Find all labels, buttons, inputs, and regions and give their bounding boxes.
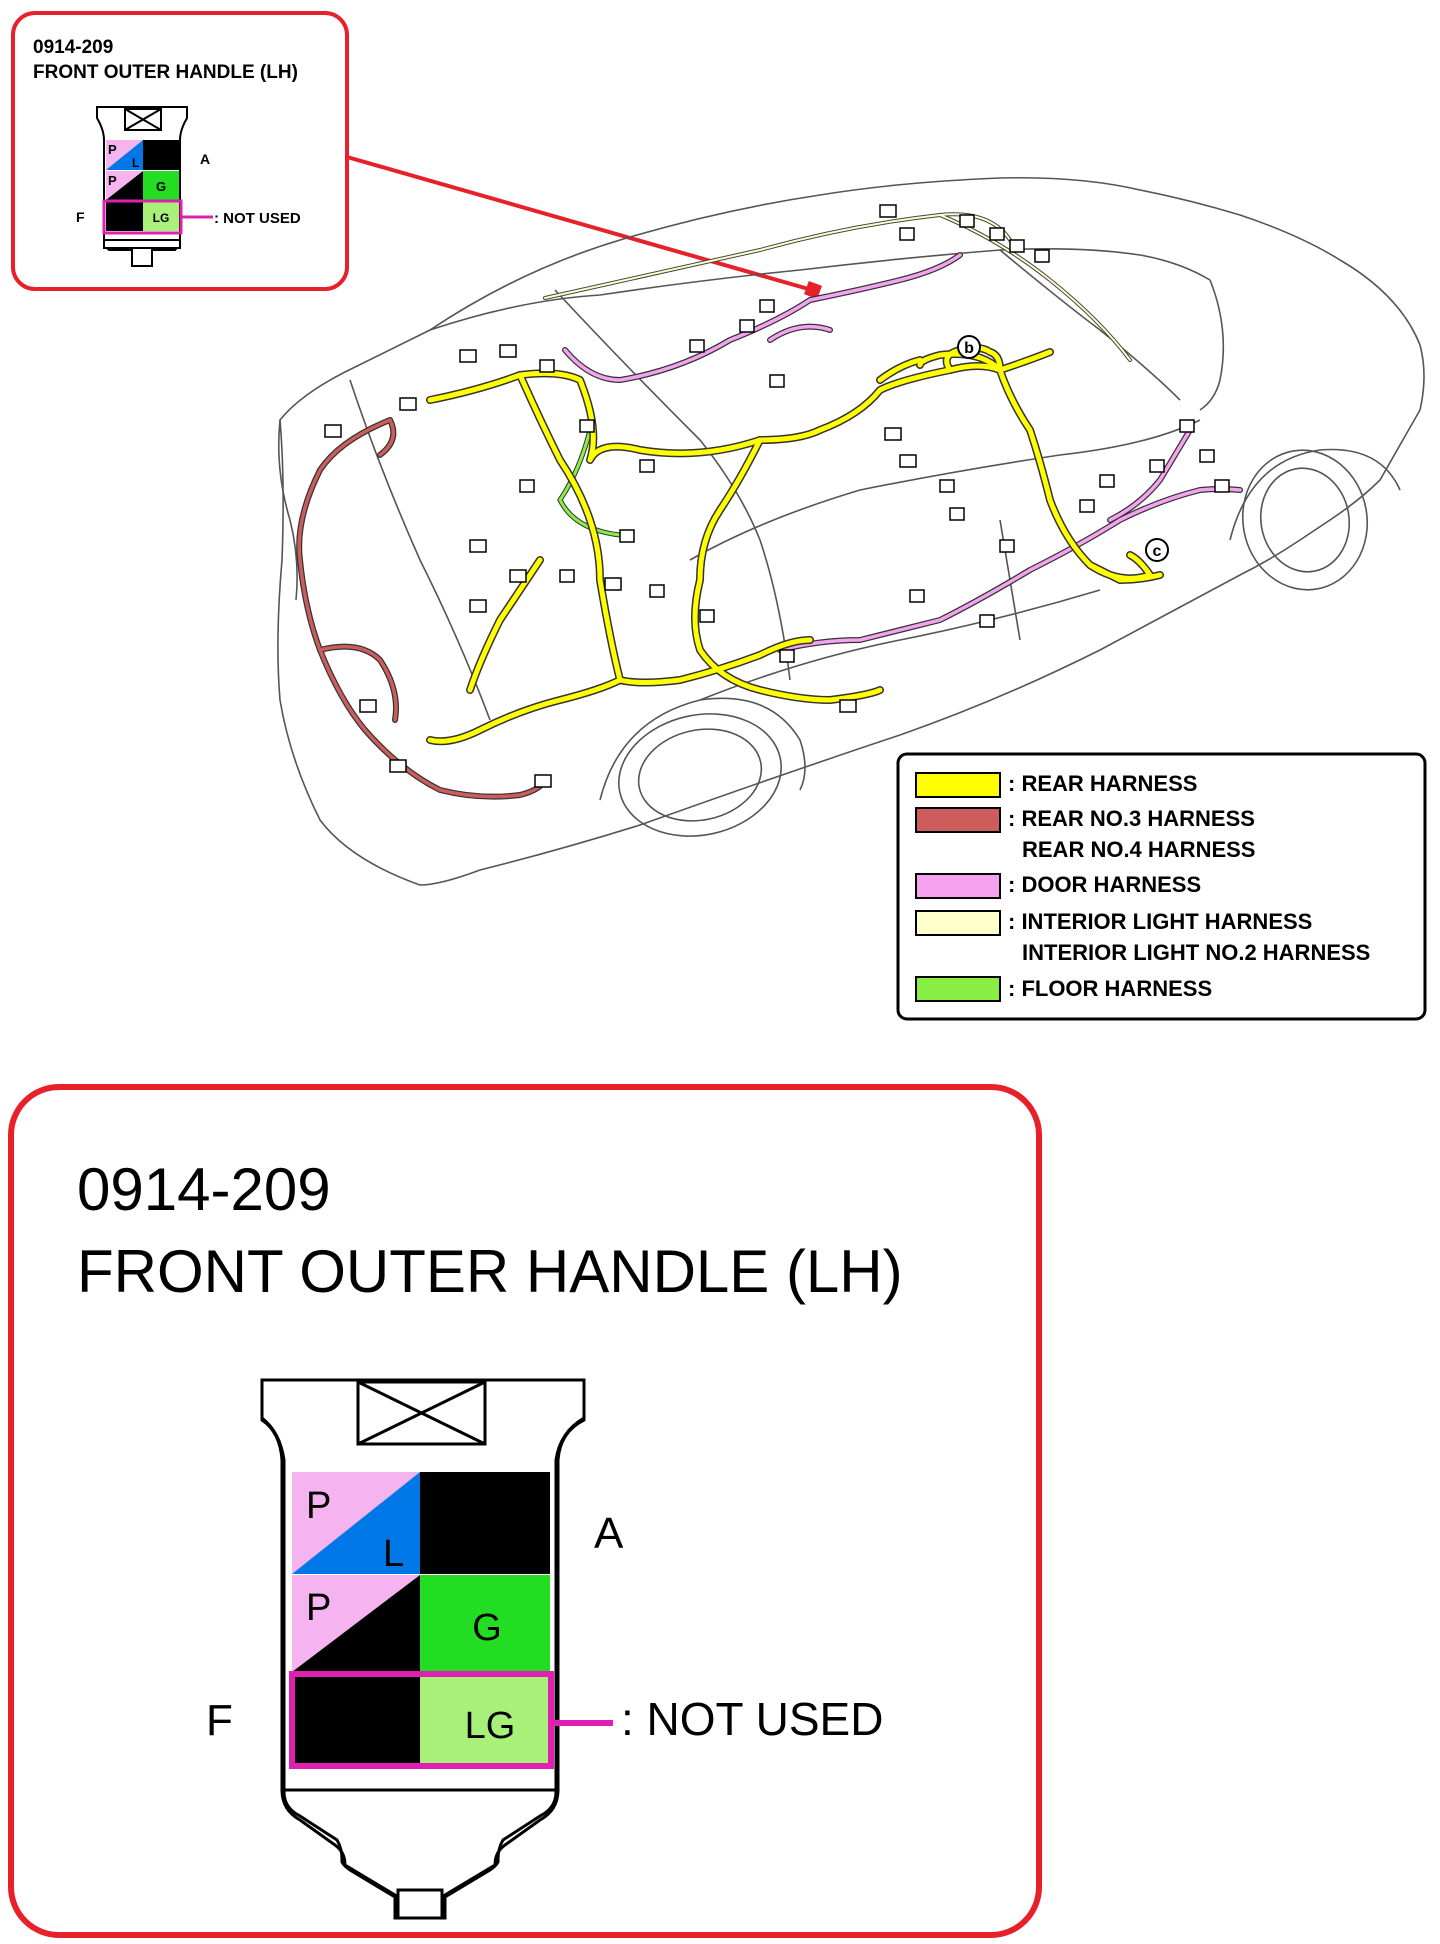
small-row-label-f: F <box>76 209 85 225</box>
legend-item: : REAR NO.3 HARNESS REAR NO.4 HARNESS <box>915 806 1255 862</box>
svg-text:P: P <box>108 173 117 188</box>
svg-text:B: B <box>155 148 164 163</box>
pin-row3-col2: LG <box>420 1673 550 1765</box>
svg-text:G: G <box>156 179 166 194</box>
svg-text:B: B <box>120 211 129 225</box>
svg-text:B: B <box>343 1702 368 1744</box>
harness-connectors <box>324 204 1230 788</box>
legend-item: : FLOOR HARNESS <box>915 976 1212 1002</box>
legend-swatch <box>915 976 1001 1002</box>
legend-item: : REAR HARNESS <box>915 771 1197 798</box>
legend-label: : FLOOR HARNESS <box>1008 976 1212 1001</box>
row-label-a: A <box>594 1509 624 1558</box>
svg-text:LG: LG <box>153 211 170 225</box>
legend-item: : INTERIOR LIGHT HARNESS INTERIOR LIGHT N… <box>915 909 1370 965</box>
leader-line <box>346 155 813 292</box>
connector-housing <box>260 1378 586 1920</box>
harness-legend: : REAR HARNESS : REAR NO.3 HARNESS REAR NO… <box>896 752 1427 1021</box>
not-used-label: : NOT USED <box>621 1693 883 1745</box>
callout-c: c <box>1145 538 1169 562</box>
large-connector-panel: 0914-209 FRONT OUTER HANDLE (LH) P L B <box>8 1084 1042 1938</box>
svg-text:c: c <box>1153 543 1162 560</box>
legend-item: : DOOR HARNESS <box>915 872 1201 899</box>
legend-label: INTERIOR LIGHT NO.2 HARNESS <box>1022 940 1370 965</box>
svg-text:B: B <box>472 1505 497 1547</box>
svg-text:G: G <box>472 1607 502 1649</box>
pin-row1-col2: B <box>420 1472 550 1574</box>
small-connector-code: 0914-209 <box>33 37 113 58</box>
small-not-used-label: : NOT USED <box>214 210 301 227</box>
svg-text:LG: LG <box>465 1705 516 1747</box>
connector-code: 0914-209 <box>77 1156 331 1223</box>
pin-row3-col1: B <box>292 1673 420 1765</box>
row-label-f: F <box>206 1696 233 1745</box>
svg-text:B: B <box>384 1631 409 1673</box>
svg-text:b: b <box>964 340 974 357</box>
legend-label: : REAR HARNESS <box>1008 771 1197 796</box>
small-connector-name: FRONT OUTER HANDLE (LH) <box>33 62 298 83</box>
small-connector-inset: 0914-209 FRONT OUTER HANDLE (LH) P L B P… <box>11 11 349 291</box>
legend-swatch <box>915 910 1001 936</box>
svg-text:P: P <box>306 1485 331 1527</box>
connector-pins: P L B P B G B LG <box>289 1472 554 1769</box>
pin-row2-col1: P B <box>292 1575 420 1673</box>
connector-name: FRONT OUTER HANDLE (LH) <box>77 1238 903 1305</box>
svg-text:B: B <box>133 189 141 201</box>
callout-b: b <box>957 335 981 359</box>
svg-text:L: L <box>383 1533 404 1575</box>
legend-swatch <box>915 772 1001 798</box>
legend-swatch <box>915 807 1001 833</box>
legend-label: : INTERIOR LIGHT HARNESS <box>1008 909 1312 934</box>
legend-label: : REAR NO.3 HARNESS <box>1008 806 1255 831</box>
legend-label: REAR NO.4 HARNESS <box>1022 837 1255 862</box>
svg-text:P: P <box>108 142 117 157</box>
connector-location-marker <box>804 281 822 299</box>
legend-label: : DOOR HARNESS <box>1008 872 1201 897</box>
pin-row2-col2: G <box>420 1575 550 1672</box>
svg-text:P: P <box>306 1587 331 1629</box>
svg-text:L: L <box>132 156 139 170</box>
rear-harness <box>426 343 1164 746</box>
car-body-outline <box>277 176 1425 886</box>
small-row-label-a: A <box>200 151 210 167</box>
legend-swatch <box>915 873 1001 899</box>
pin-row1-col1: P L <box>292 1472 420 1575</box>
small-connector-body: P L B P B G B LG <box>96 106 188 267</box>
